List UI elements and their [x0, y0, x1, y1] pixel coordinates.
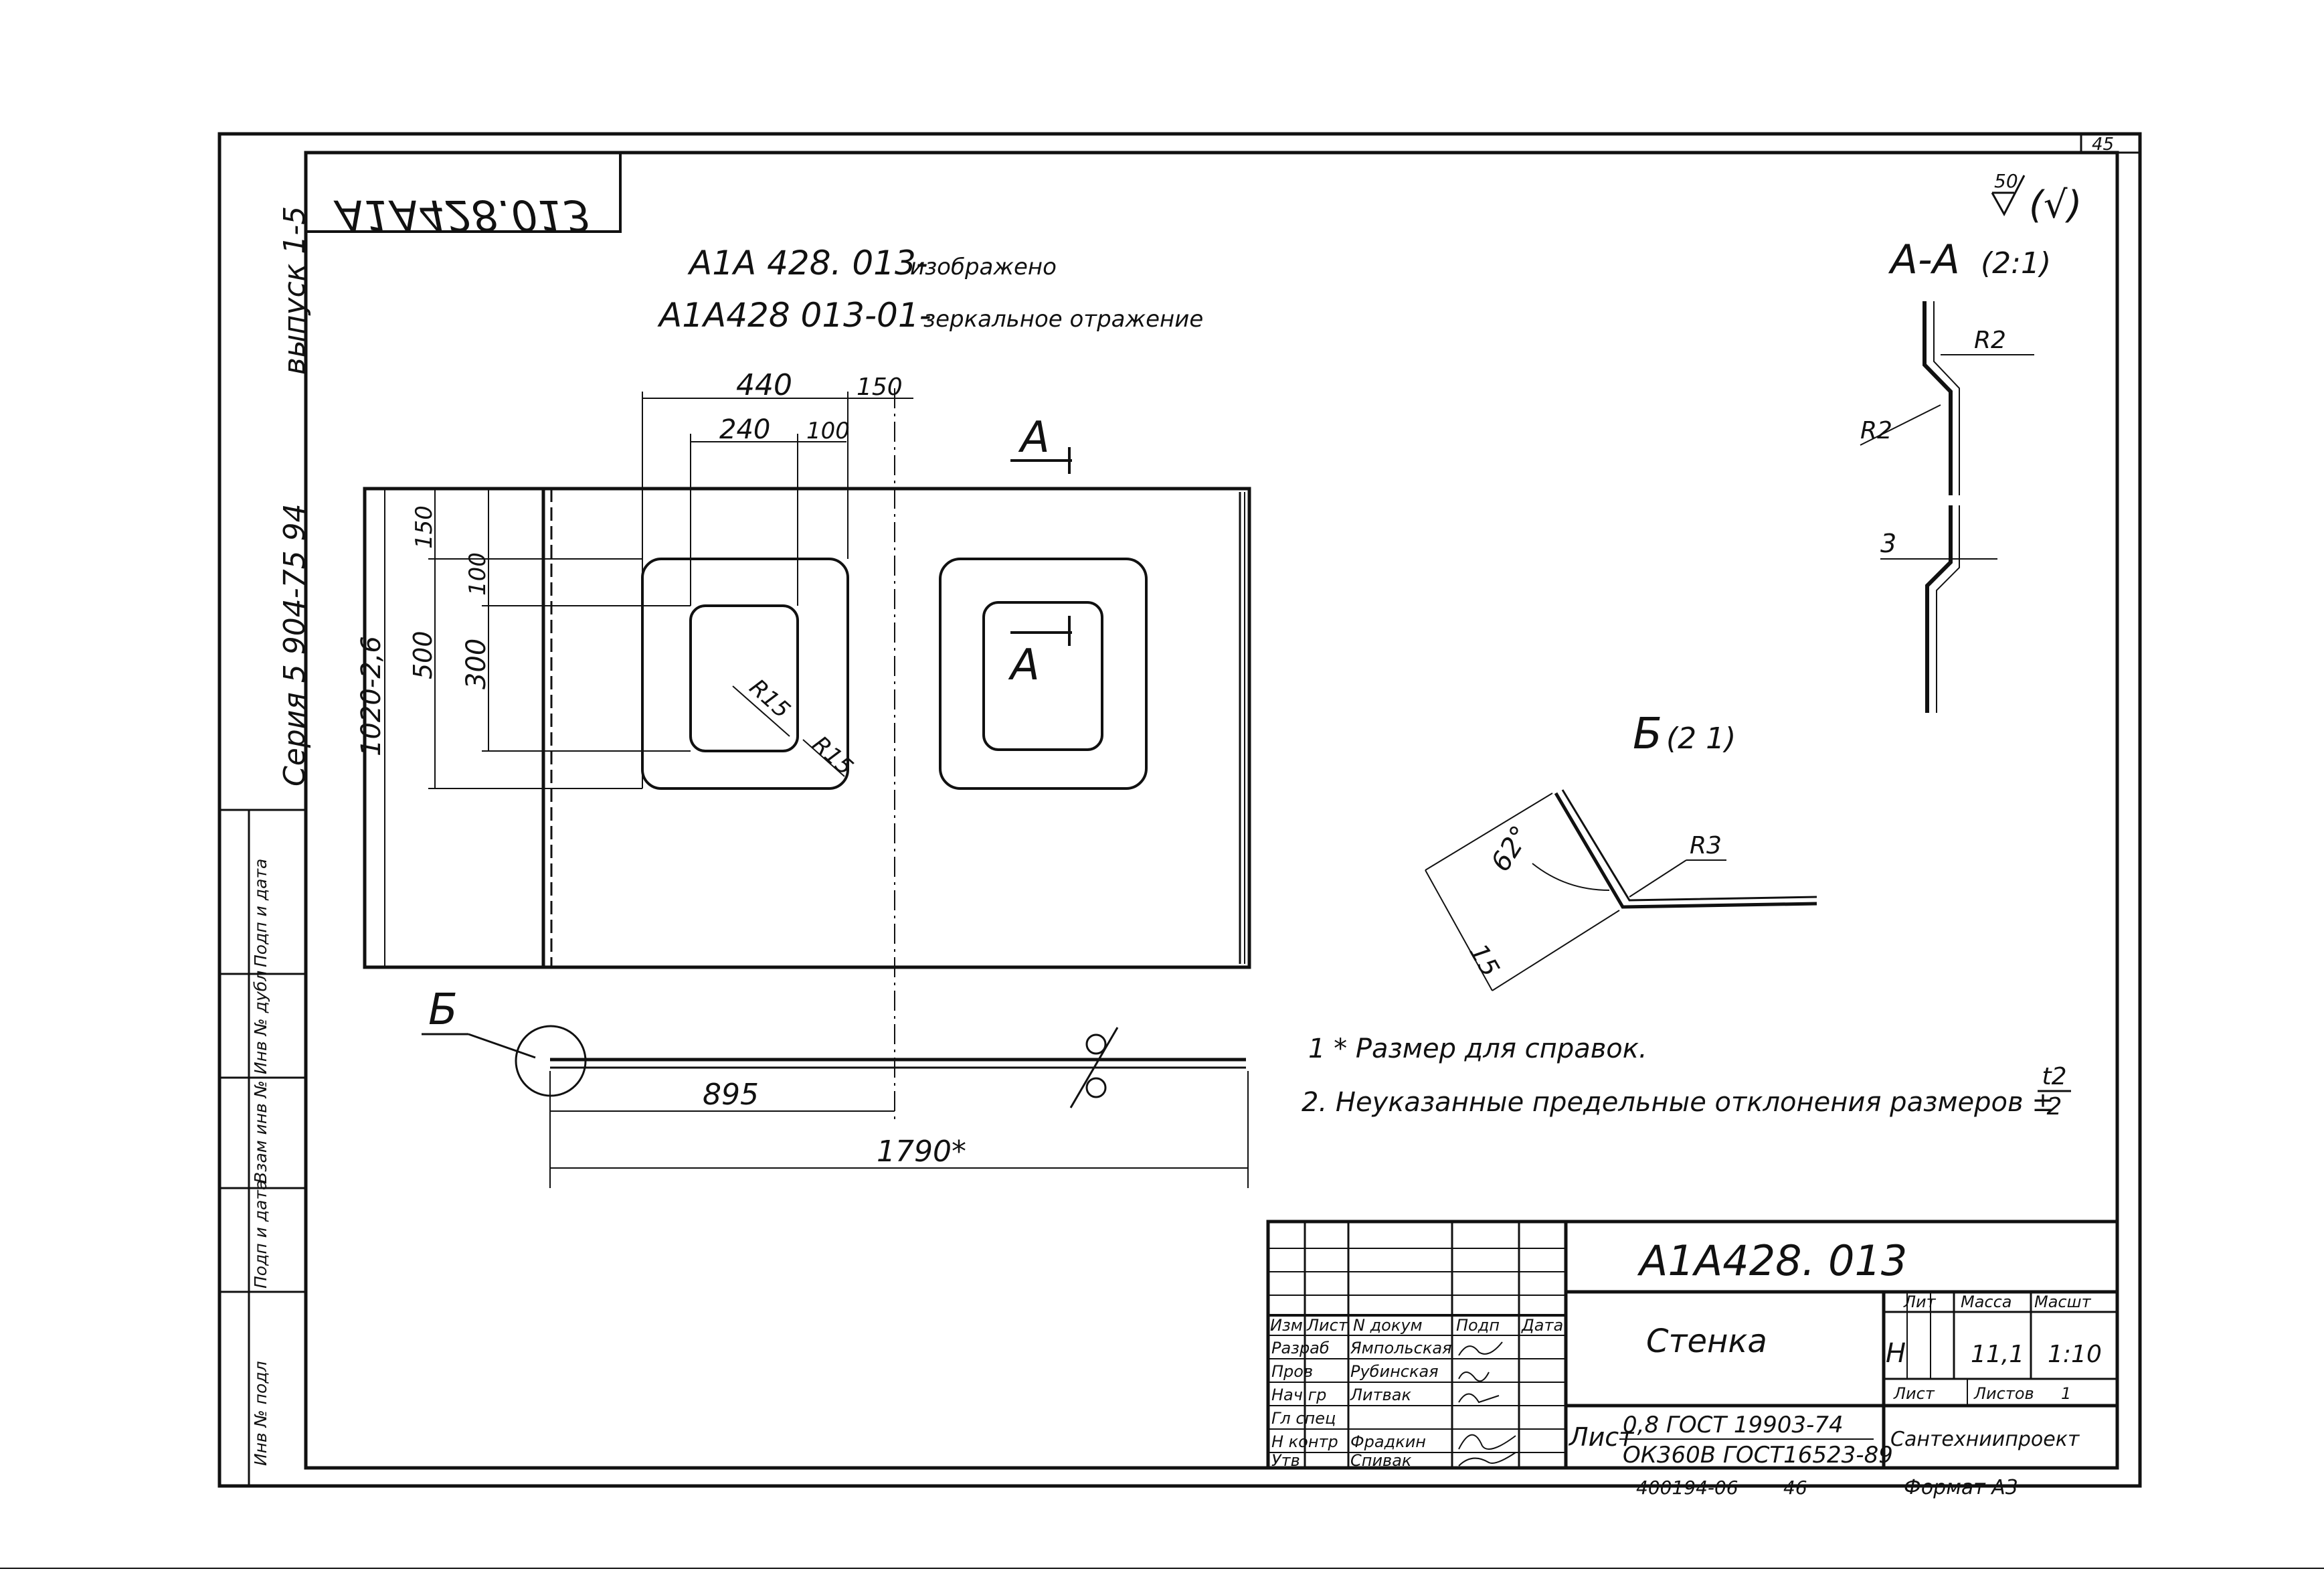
dim-100-horizontal: 100	[806, 418, 850, 444]
sheets-value: 1	[2061, 1384, 2071, 1403]
designation: A1A428. 013	[1637, 1236, 1907, 1285]
inventory-number: 400194-06	[1636, 1477, 1738, 1499]
roughness-symbol: 50 (√)	[1991, 170, 2082, 227]
binding-strip: выпуск 1-5 Серия 5 904-75 94 Подп и дата…	[219, 206, 312, 1486]
note-2: 2. Неуказанные предельные отклонения раз…	[1302, 1087, 2054, 1118]
material-line-1: 0,8 ГОСТ 19903-74	[1623, 1412, 1844, 1438]
role-6-name: Спивак	[1350, 1451, 1412, 1470]
role-1-name: Ямпольская	[1350, 1339, 1451, 1357]
role-5: Н контр	[1271, 1432, 1338, 1451]
detail-b-scale: (2 1)	[1666, 722, 1736, 756]
role-2: Пров	[1271, 1362, 1313, 1381]
dim-500: 500	[408, 631, 438, 679]
scale-value: 1:10	[2048, 1341, 2102, 1368]
signature-5	[1458, 1434, 1516, 1450]
role-2-name: Рубинская	[1350, 1362, 1439, 1381]
main-view: 440 150 240 100 1020-2,6 500 150 100 300…	[356, 368, 1251, 1125]
title-block: Изм Лист N докум Подп Дата Разраб Ямполь…	[1266, 1220, 2119, 1470]
role-4: Гл спец	[1271, 1409, 1336, 1428]
opening-right-outer	[939, 558, 1148, 790]
radius-r15-inner: R15	[744, 674, 795, 724]
dim-1020: 1020-2,6	[356, 636, 387, 756]
signature-3	[1458, 1393, 1500, 1404]
section-a-top: A	[1018, 413, 1050, 463]
organization: Сантехниипроект	[1890, 1428, 2080, 1451]
binding-field-5: Инв № подл	[251, 1361, 270, 1466]
variant-line-1-code: A1A 428. 013-	[687, 244, 928, 282]
dim-15: 15	[1463, 939, 1505, 982]
mass-header: Масса	[1961, 1293, 2012, 1311]
material-prefix: Лист	[1568, 1422, 1635, 1452]
signature-1	[1458, 1341, 1503, 1356]
scale-header: Масшт	[2034, 1293, 2092, 1311]
variant-line-2-code: A1A428 013-01-	[657, 296, 931, 335]
dim-100-vertical: 100	[464, 552, 491, 596]
binding-field-2: Инв № дубл	[251, 971, 270, 1074]
issue-label: выпуск 1-5	[278, 206, 312, 375]
col-header-izm: Изм	[1270, 1316, 1303, 1335]
role-3: Нач гр	[1271, 1386, 1326, 1404]
dim-240: 240	[719, 414, 770, 445]
sheets-label: Листов	[1973, 1384, 2034, 1403]
section-aa-scale: (2:1)	[1981, 246, 2051, 280]
radius-r3: R3	[1690, 832, 1722, 859]
dim-3: 3	[1880, 529, 1896, 558]
role-6: Утв	[1271, 1451, 1300, 1470]
col-header-list: Лист	[1306, 1316, 1348, 1335]
detail-b: Б (2 1) 62° 15 R3	[1425, 710, 1817, 991]
variant-line-2-text: зеркальное отражение	[923, 306, 1203, 333]
signature-6	[1458, 1452, 1516, 1467]
binding-field-1: Подп и дата	[251, 859, 270, 967]
dim-300: 300	[461, 639, 492, 689]
section-aa: A-A (2:1) R2 R2 3	[1860, 236, 2051, 713]
section-aa-title: A-A	[1888, 236, 1960, 283]
col-header-date: Дата	[1521, 1316, 1563, 1335]
tolerance-denominator: 2	[2047, 1093, 2062, 1120]
note-1: 1 * Размер для справок.	[1308, 1033, 1647, 1064]
stamp-mirrored-code: A1A428.013	[333, 191, 591, 240]
opening-right-inner	[982, 601, 1103, 751]
roughness-suffix: (√)	[2029, 183, 2082, 227]
footer-page: 46	[1783, 1477, 1807, 1499]
binding-field-3: Взам инв №	[251, 1080, 270, 1183]
opening-inner	[689, 604, 799, 752]
plate-outline	[363, 487, 1251, 969]
dim-150-horizontal: 150	[857, 373, 903, 401]
side-view: Б 895 1790*	[422, 985, 1249, 1188]
material-line-2: ОК360В ГОСТ16523-89	[1623, 1442, 1893, 1469]
role-3-name: Литвак	[1350, 1386, 1411, 1404]
dim-440: 440	[736, 368, 792, 402]
roughness-value: 50	[1994, 170, 2018, 192]
sheet-label: Лист	[1893, 1384, 1935, 1403]
binding-field-4: Подп и дата	[251, 1180, 270, 1288]
dim-895: 895	[703, 1078, 759, 1112]
role-5-name: Фрадкин	[1350, 1432, 1426, 1451]
col-header-sign: Подп	[1456, 1316, 1500, 1335]
sheet-number: 45	[2092, 135, 2114, 155]
sheet-number-box	[2080, 133, 2141, 154]
radius-r15-outer: R15	[807, 731, 858, 780]
tolerance-numerator: t2	[2042, 1063, 2066, 1090]
stamp-box	[304, 151, 622, 233]
series-label: Серия 5 904-75 94	[278, 503, 312, 786]
lit-value: Н	[1886, 1338, 1906, 1369]
section-a-mid: A	[1008, 641, 1040, 690]
dim-1790: 1790*	[877, 1135, 966, 1169]
lit-header: Лит	[1903, 1293, 1937, 1311]
format-label: Формат А3	[1904, 1476, 2018, 1499]
role-1: Разраб	[1271, 1339, 1330, 1357]
part-name: Стенка	[1646, 1323, 1767, 1360]
detail-b-label: Б	[428, 985, 458, 1035]
radius-r2-bottom: R2	[1860, 417, 1892, 444]
dim-150-vertical: 150	[411, 505, 438, 549]
mass-value: 11,1	[1971, 1341, 2024, 1368]
signature-2	[1458, 1371, 1490, 1382]
col-header-doc: N докум	[1353, 1316, 1423, 1335]
variant-line-1-text: изображено	[910, 254, 1057, 280]
detail-b-title: Б	[1633, 710, 1662, 759]
radius-r2-top: R2	[1974, 327, 2006, 354]
